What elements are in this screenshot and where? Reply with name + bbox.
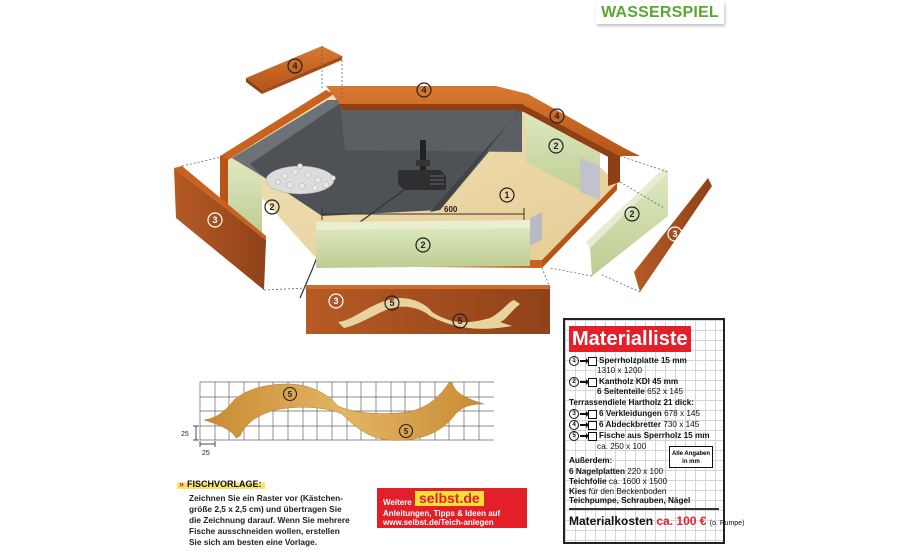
instruction-line: Fische ausschneiden wollen, erstellen (189, 526, 340, 536)
fish-template-heading: »FISCHVORLAGE: (177, 479, 265, 489)
ausserdem-heading: Außerdem: (569, 456, 613, 465)
svg-text:2: 2 (269, 202, 274, 212)
instruction-line: Zeichnen Sie ein Raster vor (Kästchen- (189, 493, 343, 503)
label-1: 1 (499, 187, 515, 203)
arrow-icon (580, 358, 589, 364)
checkbox[interactable] (588, 356, 597, 366)
label-2-left: 2 (264, 199, 280, 215)
side-part-2-floating-right (586, 168, 668, 276)
label-2-floating-right: 2 (624, 206, 640, 222)
label-5-front-b: 5 (452, 313, 468, 329)
material-item-5-detail: ca. 250 x 100 (597, 442, 647, 451)
material-item-2-detail: 6 Seitenteile 652 x 145 (597, 387, 684, 396)
promo-banner[interactable]: Weitere selbst.de Anleitungen, Tipps & I… (377, 488, 527, 528)
checkbox[interactable] (588, 431, 597, 441)
cover-board-4-top (326, 86, 640, 160)
arrow-icon (580, 379, 589, 385)
promo-link[interactable]: www.selbst.de/Teich-anlegen (383, 518, 494, 527)
label-4-floating: 4 (287, 58, 303, 74)
grid-unit-y-label: 25 (181, 431, 189, 438)
material-cost: Materialkosten ca. 100 € (o. Pumpe) (569, 514, 745, 528)
fish-label-a: 5 (282, 386, 298, 402)
material-item-1-detail: 1310 x 1200 (597, 366, 643, 375)
guide-lines (175, 46, 669, 293)
promo-text: Anleitungen, Tipps & Ideen auf (383, 509, 501, 518)
label-2-right-back: 2 (548, 138, 564, 154)
extra-item: Teichpumpe, Schrauben, Nägel (569, 496, 691, 505)
selbst-logo: selbst.de (415, 491, 484, 506)
grid-scale-markers (193, 425, 216, 447)
extra-item: Teichfolie ca. 1600 x 1500 (569, 477, 668, 486)
svg-text:2: 2 (629, 209, 634, 219)
material-list-title: Materialliste (569, 326, 691, 352)
fish-template-grid: 5 5 25 25 (181, 381, 494, 457)
label-4-top: 4 (416, 82, 432, 98)
label-3-right: 3 (667, 226, 683, 242)
gravel (265, 163, 336, 195)
label-3-left: 3 (207, 212, 223, 228)
side-part-2-front (316, 220, 530, 268)
chevron-right-icon: » (179, 479, 185, 489)
svg-text:5: 5 (288, 390, 293, 399)
arrow-icon (580, 411, 589, 417)
divider (569, 508, 719, 510)
page-title: WASSERSPIEL (596, 2, 724, 24)
svg-text:600: 600 (444, 205, 458, 214)
instruction-line: Sie sich am besten eine Vorlage. (189, 537, 318, 547)
cladding-3-front (306, 285, 550, 334)
cover-board-4-left-edge (220, 90, 334, 160)
checkbox[interactable] (588, 420, 597, 430)
units-note: Alle Angaben in mm (669, 446, 713, 468)
cover-board-4-floating (246, 46, 342, 94)
svg-text:1: 1 (504, 190, 509, 200)
part-labels: 4 4 4 2 1 2 2 2 3 3 3 5 5 (207, 58, 683, 329)
svg-text:3: 3 (672, 229, 677, 239)
number-5-icon: 5 (569, 431, 579, 441)
arrow-icon (580, 433, 589, 439)
terrassendiele-heading: Terrassendiele Hartholz 21 dick: (569, 398, 694, 407)
instruction-line: die Zeichnung darauf. Wenn Sie mehrere (189, 515, 350, 525)
extra-item: Kies für den Beckenboden (569, 487, 667, 496)
label-3-front: 3 (328, 293, 344, 309)
svg-text:5: 5 (457, 316, 462, 326)
cladding-3-right (634, 178, 712, 292)
label-2-front: 2 (415, 237, 431, 253)
checkbox[interactable] (588, 377, 597, 387)
grid-unit-x-label: 25 (202, 450, 210, 457)
number-1-icon: 1 (569, 356, 579, 366)
fish-label-b: 5 (398, 423, 414, 439)
svg-text:3: 3 (212, 215, 217, 225)
dimension-600: 600 (321, 205, 525, 220)
fish-template-instructions: »FISCHVORLAGE: Zeichnen Sie ein Raster v… (177, 474, 367, 548)
label-4-right: 4 (549, 108, 565, 124)
instruction-line: größe 2,5 x 2,5 cm) und übertragen Sie (189, 504, 342, 514)
svg-text:3: 3 (333, 296, 338, 306)
label-5-front-a: 5 (384, 295, 400, 311)
number-2-icon: 2 (569, 377, 579, 387)
svg-text:2: 2 (553, 141, 558, 151)
promo-prefix: Weitere (383, 498, 412, 507)
fish-shape (203, 381, 485, 441)
fish-inlay (338, 298, 520, 329)
checkbox[interactable] (588, 409, 597, 419)
svg-text:5: 5 (389, 298, 394, 308)
cladding-3-left (174, 168, 266, 290)
number-3-icon: 3 (569, 409, 579, 419)
number-4-icon: 4 (569, 420, 579, 430)
extra-item: 6 Nagelplatten 220 x 100 (569, 467, 664, 476)
svg-text:5: 5 (404, 427, 409, 436)
svg-text:4: 4 (554, 111, 559, 121)
svg-text:4: 4 (421, 85, 426, 95)
arrow-icon (580, 422, 589, 428)
svg-text:4: 4 (292, 61, 297, 71)
svg-text:2: 2 (420, 240, 425, 250)
